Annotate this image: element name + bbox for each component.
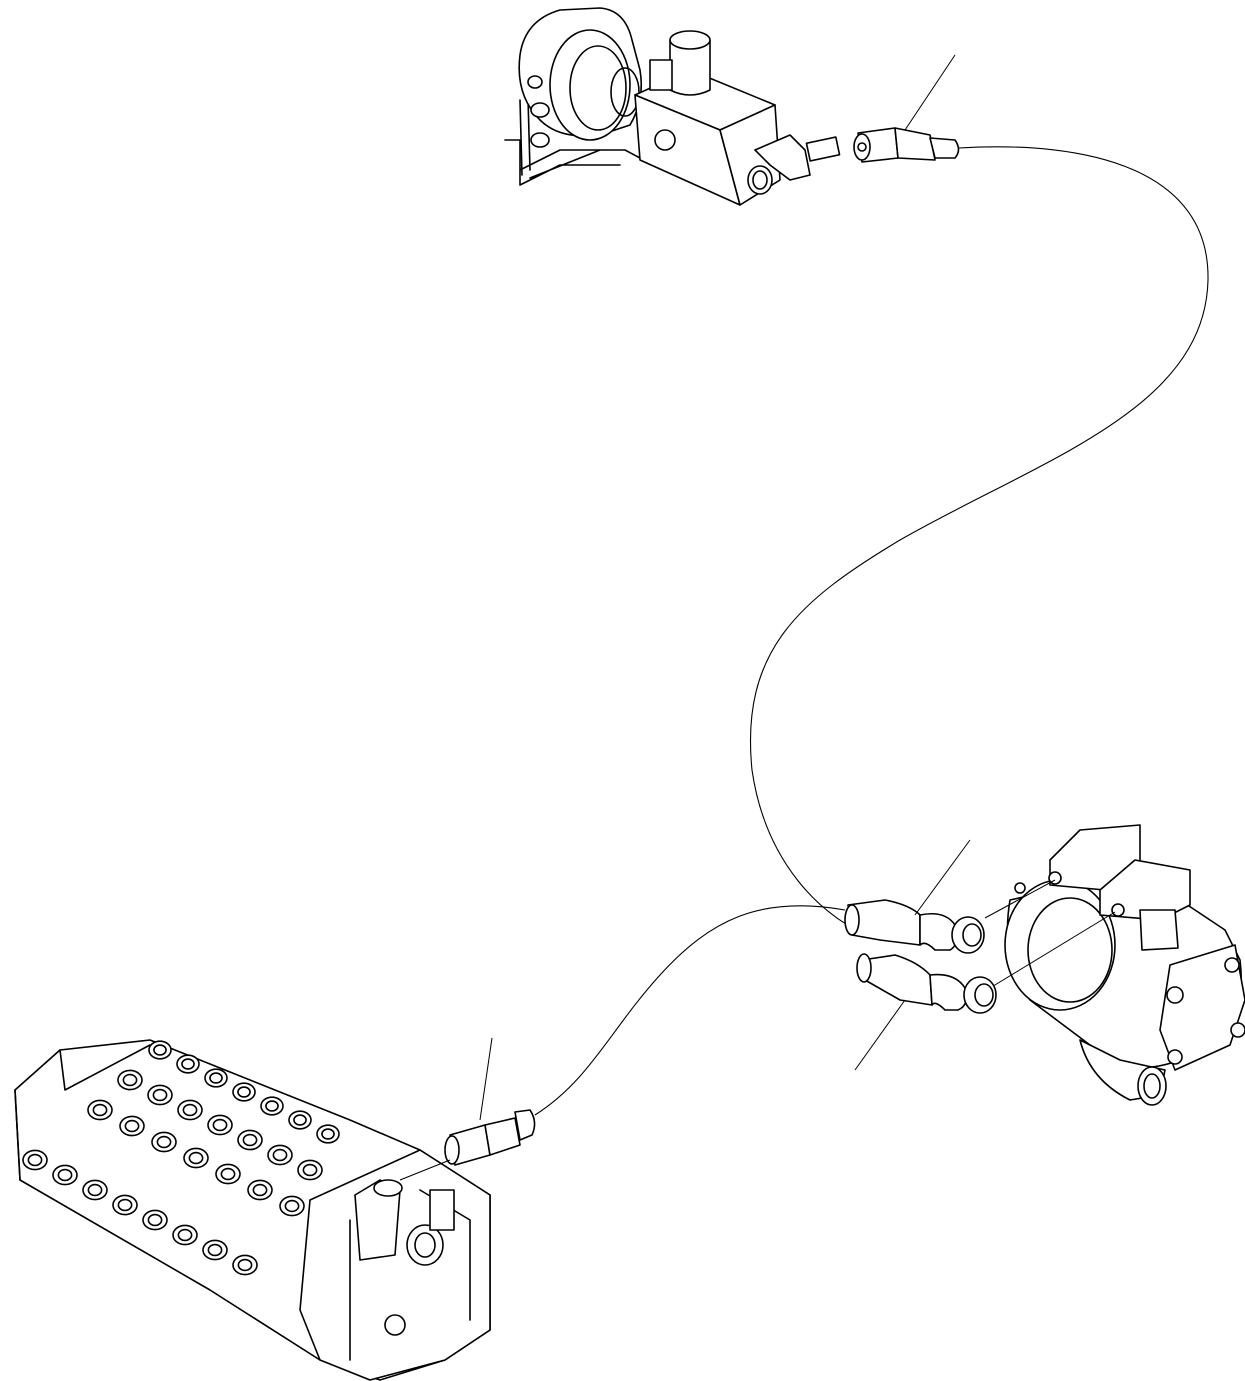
port-boss-icon: [142, 1209, 168, 1231]
port-boss-icon: [52, 1164, 78, 1186]
port-boss-icon: [87, 1099, 113, 1121]
port-boss-icon: [176, 1054, 200, 1074]
leader-line-upper-hose: [904, 54, 956, 131]
brake-valve-assembly: [504, 7, 960, 206]
mounting-bolt-icon: [527, 75, 550, 148]
port-boss-icon: [202, 1239, 228, 1261]
port-boss-icon: [215, 1163, 241, 1185]
leader-line-pump-upper: [914, 839, 971, 916]
port-boss-icon: [316, 1124, 340, 1144]
hose-end-fittings-pump: [844, 899, 997, 1014]
port-boss-icon: [148, 1040, 172, 1060]
hose-end-fitting-upper: [853, 127, 960, 163]
port-boss-icon: [177, 1099, 203, 1121]
port-boss-icon: [119, 1115, 145, 1137]
port-boss-icon: [232, 1254, 258, 1276]
valve-port-bosses: [22, 1040, 340, 1276]
port-boss-icon: [279, 1195, 305, 1217]
hydraulic-pump: [1004, 824, 1245, 1106]
port-boss-icon: [117, 1069, 143, 1091]
port-boss-icon: [237, 1129, 263, 1151]
pilot-hose-upper: [750, 146, 1209, 941]
port-boss-icon: [207, 1114, 233, 1136]
port-boss-icon: [183, 1147, 209, 1169]
port-boss-icon: [204, 1068, 228, 1088]
port-boss-icon: [22, 1149, 48, 1171]
port-boss-icon: [147, 1084, 173, 1106]
leader-line-valve-hose: [479, 1037, 493, 1121]
port-boss-icon: [82, 1179, 108, 1201]
port-boss-icon: [267, 1144, 293, 1166]
port-boss-icon: [151, 1131, 177, 1153]
port-boss-icon: [297, 1159, 323, 1181]
leader-line-pump-lower: [854, 999, 906, 1071]
port-boss-icon: [112, 1194, 138, 1216]
pilot-hose-lower: [534, 905, 846, 1116]
hose-end-fitting-valve: [444, 1109, 536, 1166]
port-boss-icon: [288, 1110, 312, 1130]
port-boss-icon: [260, 1096, 284, 1116]
port-boss-icon: [232, 1082, 256, 1102]
port-boss-icon: [172, 1224, 198, 1246]
port-boss-icon: [247, 1179, 273, 1201]
